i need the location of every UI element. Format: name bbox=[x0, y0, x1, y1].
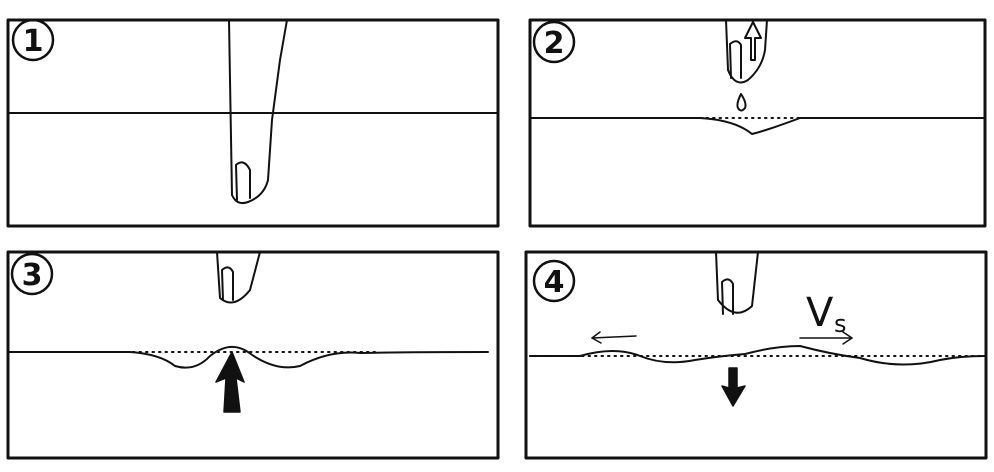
panel-2 bbox=[530, 20, 985, 226]
down-arrow-solid bbox=[722, 368, 745, 406]
panel-4 bbox=[526, 252, 986, 458]
water-drop bbox=[737, 94, 745, 111]
finger-lifted bbox=[726, 20, 767, 82]
panel-4-number: 4 bbox=[544, 265, 565, 300]
left-arrow-thin bbox=[592, 332, 636, 343]
up-arrow-hollow bbox=[745, 22, 761, 60]
finger-submerged bbox=[229, 20, 287, 203]
up-arrow-solid bbox=[216, 352, 244, 412]
water-surface-bump bbox=[8, 347, 488, 368]
fingernail bbox=[730, 41, 741, 78]
panel-1 bbox=[8, 20, 498, 226]
velocity-subscript: s bbox=[834, 310, 847, 338]
wave-velocity-label: V s bbox=[806, 290, 847, 338]
panel-2-frame bbox=[530, 20, 985, 226]
panel-3 bbox=[8, 252, 498, 458]
fingernail bbox=[222, 267, 233, 300]
panel-2-number: 2 bbox=[544, 26, 565, 61]
panel-1-frame bbox=[8, 20, 498, 226]
velocity-symbol: V bbox=[806, 290, 834, 336]
fingernail bbox=[236, 162, 250, 200]
panel-3-number: 3 bbox=[22, 258, 43, 293]
water-surface-dip bbox=[530, 118, 985, 134]
panel-1-number: 1 bbox=[23, 24, 44, 59]
